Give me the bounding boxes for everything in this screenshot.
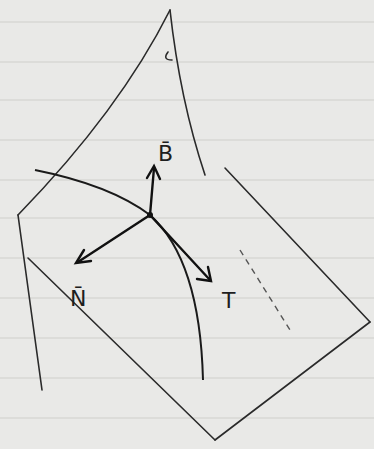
hidden-edge bbox=[240, 250, 290, 330]
notebook-lines bbox=[0, 22, 374, 418]
space-curve bbox=[35, 170, 203, 380]
binormal-label: B̄ bbox=[158, 143, 173, 165]
base-point bbox=[147, 212, 153, 218]
normal-label: N̄ bbox=[70, 288, 86, 310]
frame-vectors bbox=[76, 166, 211, 281]
surface-outline bbox=[18, 10, 370, 440]
tangent-label: T bbox=[222, 290, 235, 312]
